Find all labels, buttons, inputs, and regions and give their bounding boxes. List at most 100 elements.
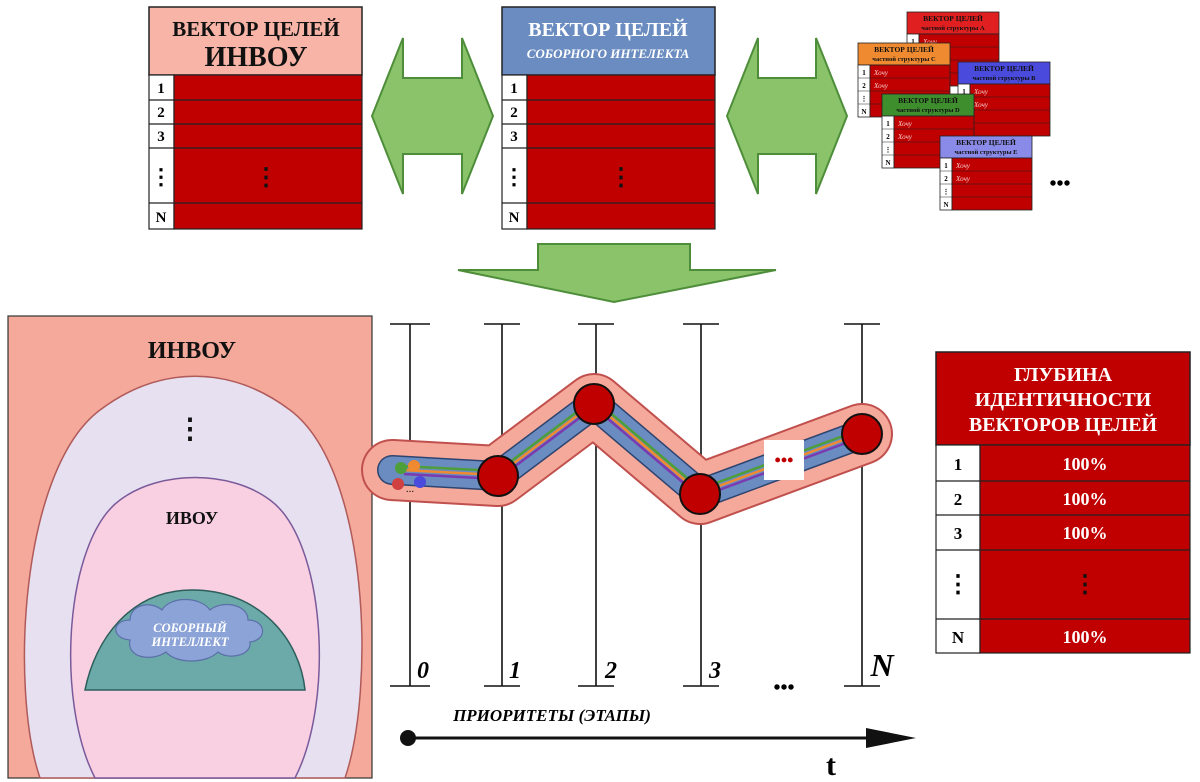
identity-title-1: ГЛУБИНА bbox=[1014, 364, 1113, 386]
time-axis-origin bbox=[400, 730, 416, 746]
cloud-label-2: ИНТЕЛЛЕКТ bbox=[150, 635, 229, 649]
identity-row-value: 100% bbox=[1063, 523, 1108, 543]
mini-table-row-label: ⋮ bbox=[943, 188, 950, 196]
path-ellipsis: ••• bbox=[775, 450, 794, 470]
down-arrow bbox=[457, 243, 777, 304]
mini-table-row-label: 2 bbox=[862, 82, 866, 90]
mini-table-title: ВЕКТОР ЦЕЛЕЙ bbox=[898, 96, 958, 105]
mini-table-row-label: ⋮ bbox=[885, 146, 892, 154]
identity-row-value: 100% bbox=[1063, 627, 1108, 647]
vector-table-collective-header bbox=[501, 6, 716, 76]
vector-table-collective-title-1: ВЕКТОР ЦЕЛЕЙ bbox=[528, 18, 688, 41]
vector-table-invou-title-1: ВЕКТОР ЦЕЛЕЙ bbox=[172, 17, 339, 41]
mini-table-row-label: 1 bbox=[886, 120, 890, 128]
row-label: ⋮ bbox=[150, 164, 172, 189]
row-label: ⋮ bbox=[503, 164, 525, 189]
nested-panel: ИНВОУ ⋮ ИВОУ СОБОРНЫЙ ИНТЕЛЛЕКТ bbox=[7, 315, 373, 779]
time-axis-label: t bbox=[826, 749, 836, 782]
mini-table-cell: Хочу bbox=[897, 133, 913, 141]
row-label: 3 bbox=[157, 129, 165, 145]
stage-node bbox=[573, 383, 615, 425]
row-label: 1 bbox=[157, 81, 165, 97]
mini-table-cell: Хочу bbox=[922, 38, 938, 46]
mini-table-subtitle: частной структуры С bbox=[872, 56, 936, 63]
identity-title-2: ИДЕНТИЧНОСТИ bbox=[975, 389, 1152, 411]
vector-table-collective-title-2: СОБОРНОГО ИНТЕЛЕКТА bbox=[527, 46, 690, 61]
mini-table-row-label: N bbox=[943, 201, 948, 209]
ivou-label: ИВОУ bbox=[166, 508, 218, 528]
invou-label: ИНВОУ bbox=[148, 338, 237, 364]
stage-label: 2 bbox=[604, 658, 617, 684]
identity-row-num: 1 bbox=[954, 455, 963, 474]
outer-ellipsis: ⋮ bbox=[176, 414, 204, 445]
mini-table-cell: Хочу bbox=[897, 120, 913, 128]
identity-table-header bbox=[935, 351, 1191, 446]
row-label: 2 bbox=[510, 105, 518, 121]
mini-table-cell: Хочу bbox=[873, 69, 889, 77]
mini-table-title: ВЕКТОР ЦЕЛЕЙ bbox=[974, 64, 1034, 73]
row-ellipsis: ⋮ bbox=[609, 165, 633, 191]
start-dot-red bbox=[392, 478, 404, 490]
cloud-shape bbox=[115, 598, 264, 662]
identity-table: ГЛУБИНА ИДЕНТИЧНОСТИ ВЕКТОРОВ ЦЕЛЕЙ 1 10… bbox=[935, 351, 1191, 654]
stage-label: 0 bbox=[417, 658, 429, 684]
mini-table-row-label: 1 bbox=[911, 38, 915, 46]
path-gap bbox=[764, 440, 804, 480]
mini-table-row-label: N bbox=[861, 108, 866, 116]
row-label: N bbox=[509, 210, 520, 226]
row-label: N bbox=[156, 210, 167, 226]
mini-table-title: ВЕКТОР ЦЕЛЕЙ bbox=[956, 138, 1016, 147]
mini-table-row-label: 1 bbox=[944, 162, 948, 170]
double-arrow-left bbox=[370, 37, 495, 195]
identity-row-value: 100% bbox=[1063, 489, 1108, 509]
identity-row-num: N bbox=[952, 628, 965, 647]
mini-table-subtitle: частной структуры D bbox=[896, 107, 960, 114]
timeline: ••• ... 0 1 2 3 N ••• ПРИОРИТЕТЫ (ЭТАПЫ)… bbox=[361, 323, 916, 782]
identity-row-num: 2 bbox=[954, 490, 963, 509]
identity-row-value: ⋮ bbox=[1073, 572, 1097, 598]
mini-table-row-label: 2 bbox=[944, 175, 948, 183]
row-label: 3 bbox=[510, 129, 518, 145]
identity-row-num: 3 bbox=[954, 524, 963, 543]
mini-table-row-label: 2 bbox=[886, 133, 890, 141]
stage-node bbox=[477, 455, 519, 497]
row-label: 2 bbox=[157, 105, 165, 121]
stage-label: 1 bbox=[509, 658, 521, 684]
vector-table-collective-rows: 1 2 3 ⋮ N ⋮ bbox=[501, 74, 716, 230]
mini-table-cell: Хочу bbox=[973, 101, 989, 109]
mini-table-cell: Хочу bbox=[973, 88, 989, 96]
vector-table-collective: ВЕКТОР ЦЕЛЕЙ СОБОРНОГО ИНТЕЛЕКТА 1 2 3 ⋮… bbox=[501, 6, 716, 230]
identity-row-num: ⋮ bbox=[946, 572, 970, 598]
double-arrow-right bbox=[725, 37, 849, 195]
identity-title-3: ВЕКТОРОВ ЦЕЛЕЙ bbox=[969, 413, 1158, 436]
mini-table-row-label: ⋮ bbox=[861, 95, 868, 103]
stage-node bbox=[841, 413, 883, 455]
mini-tables-more: ••• bbox=[1049, 173, 1070, 195]
mini-table-row-label: 1 bbox=[962, 88, 966, 96]
row-ellipsis: ⋮ bbox=[254, 165, 278, 191]
mini-table-cell: Хочу bbox=[955, 162, 971, 170]
vector-table-invou-title-2: ИНВОУ bbox=[205, 42, 308, 73]
mini-table-row-label: N bbox=[885, 159, 890, 167]
vector-table-invou: ВЕКТОР ЦЕЛЕЙ ИНВОУ 1 2 3 ⋮ N ⋮ bbox=[148, 6, 363, 230]
cloud-label-1: СОБОРНЫЙ bbox=[153, 620, 228, 635]
mini-table-title: ВЕКТОР ЦЕЛЕЙ bbox=[923, 14, 983, 23]
mini-table-row-label: 1 bbox=[862, 69, 866, 77]
start-dot-green bbox=[395, 462, 407, 474]
mini-table-cell: Хочу bbox=[955, 175, 971, 183]
vector-table-invou-rows: 1 2 3 ⋮ N ⋮ bbox=[148, 74, 363, 230]
time-axis-arrowhead bbox=[866, 728, 916, 748]
stage-ellipsis: ••• bbox=[773, 677, 794, 699]
stage-label: 3 bbox=[708, 658, 721, 684]
mini-table-title: ВЕКТОР ЦЕЛЕЙ bbox=[874, 45, 934, 54]
mini-table-subtitle: частной структуры Е bbox=[954, 149, 1017, 156]
start-dot-blue bbox=[414, 476, 426, 488]
mini-table-cell: Хочу bbox=[873, 82, 889, 90]
stage-node bbox=[679, 473, 721, 515]
start-dot-orange bbox=[408, 460, 420, 472]
mini-table-subtitle: частной структуры A bbox=[921, 25, 985, 32]
identity-row-value: 100% bbox=[1063, 454, 1108, 474]
